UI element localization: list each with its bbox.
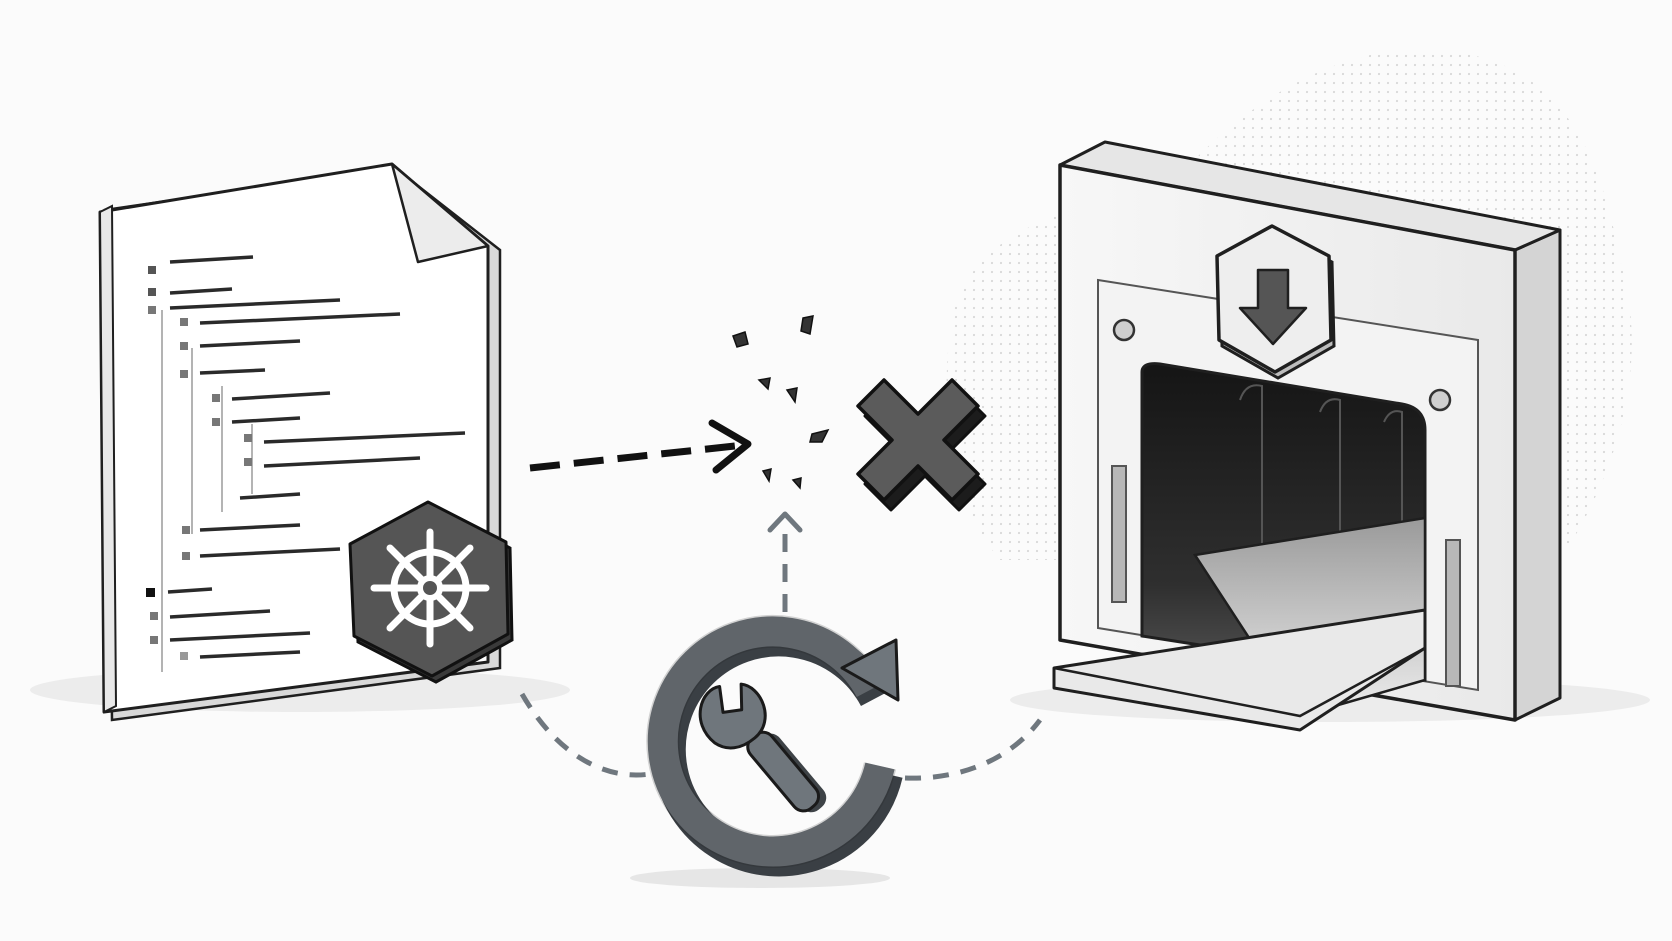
download-arrow-icon [1215, 224, 1336, 380]
dashed-arrow-repair-to-broken [767, 511, 803, 612]
red-x-icon [856, 378, 987, 512]
dashed-curve-manifest-to-repair [519, 692, 651, 778]
dashed-curve-repair-to-registry [904, 718, 1042, 781]
container-gateway-icon [1052, 140, 1562, 732]
helm-wheel-icon [348, 500, 514, 684]
shattered-fragments-icon [732, 315, 830, 490]
wrench-refresh-icon [646, 614, 903, 877]
code-lines [146, 255, 466, 660]
repair-shadow [630, 868, 890, 888]
dashed-arrow-manifest-to-broken [529, 419, 752, 474]
